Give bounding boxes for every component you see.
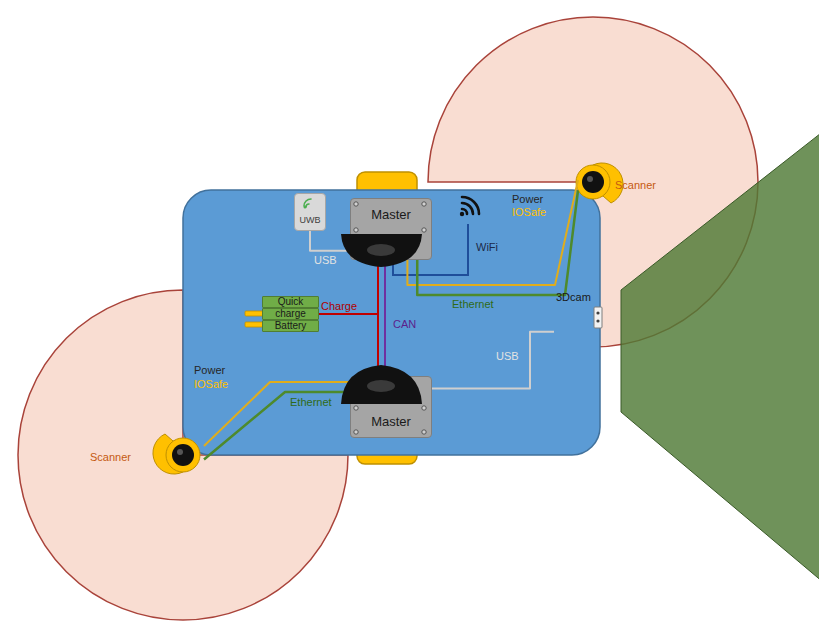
iosafe-label: IOSafe — [512, 206, 546, 219]
battery-cell: Battery — [262, 320, 319, 332]
charge-line — [319, 260, 378, 314]
wire-label: Ethernet — [290, 396, 332, 409]
wire-label: Power — [512, 193, 543, 206]
wire-label: Charge — [321, 300, 357, 313]
battery-cell: charge — [262, 308, 319, 320]
master-drive: Master — [350, 198, 432, 260]
node-text: Quick — [265, 297, 316, 307]
wifi-label: WiFi — [476, 241, 498, 254]
wire-label: USB — [314, 254, 337, 267]
node-text: Master — [355, 414, 427, 429]
uwb-module: UWB — [294, 193, 326, 231]
charge-line — [319, 314, 378, 376]
master-drive: Master — [350, 376, 432, 438]
uwb-icon — [294, 193, 324, 231]
camera-lens — [596, 311, 599, 314]
screw — [354, 202, 358, 206]
power-wire — [407, 180, 578, 285]
ethernet-wire — [204, 392, 350, 460]
drawing-part — [582, 171, 604, 193]
screw — [422, 430, 426, 434]
camera-label: 3Dcam — [554, 289, 608, 334]
scanner-label: Scanner — [578, 168, 682, 198]
drive-motor — [341, 234, 422, 267]
node-text: Scanner — [615, 179, 680, 192]
scanner-icon — [153, 434, 200, 474]
wire-label: CAN — [393, 318, 416, 331]
camera-body — [594, 307, 602, 328]
drawing-part — [177, 449, 183, 455]
uwb-dot — [304, 206, 307, 209]
screw — [354, 430, 358, 434]
camera-field — [621, 126, 819, 588]
motor-hub — [367, 244, 395, 256]
drawing-part — [587, 176, 593, 182]
wire-label: Ethernet — [452, 298, 494, 311]
wifi-symbol — [462, 197, 479, 214]
drawing-part — [576, 165, 610, 199]
drawing-part — [166, 438, 200, 472]
drawing-part — [462, 203, 473, 214]
wifi-dot — [460, 212, 464, 216]
drawing-part — [462, 197, 479, 214]
wire-label: USB — [496, 350, 519, 363]
drive-motor — [341, 365, 422, 404]
scanner-label: Scanner — [88, 440, 204, 470]
usb-wire — [432, 332, 554, 389]
iosafe-label: IOSafe — [194, 378, 228, 391]
screw — [422, 202, 426, 206]
can-bus — [384, 260, 386, 376]
screw — [354, 406, 358, 410]
node-text: Master — [355, 207, 427, 222]
node-text: Scanner — [90, 451, 164, 464]
wire-label: Power — [194, 364, 225, 377]
drawing-part — [172, 444, 194, 466]
ethernet-wire — [417, 191, 578, 296]
robot-base — [183, 190, 600, 455]
camera-lens — [596, 319, 599, 322]
node-text: Battery — [265, 321, 316, 331]
node-text: charge — [265, 309, 316, 319]
battery-cell: Quick — [262, 296, 319, 308]
screw — [422, 228, 426, 232]
screw — [422, 406, 426, 410]
screw — [354, 228, 358, 232]
node-text: UWB — [296, 215, 324, 226]
node-text: 3Dcam — [556, 291, 596, 304]
motor-hub — [367, 380, 395, 392]
